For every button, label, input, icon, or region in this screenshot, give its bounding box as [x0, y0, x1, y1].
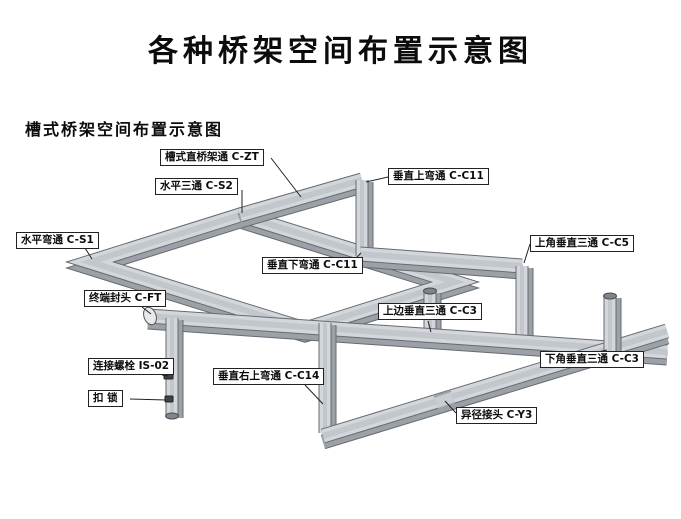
diagram-subtitle: 槽式桥架空间布置示意图 — [25, 120, 224, 139]
label-c-c3-top: 上边垂直三通 C-C3 — [378, 303, 482, 321]
label-c-c11-down: 垂直下弯通 C-C11 — [262, 257, 363, 275]
label-lock: 扣 锁 — [88, 390, 123, 408]
label-c-zt: 槽式直桥架通 C-ZT — [160, 149, 264, 167]
label-c-s1: 水平弯通 C-S1 — [16, 232, 99, 250]
label-c-ft: 终端封头 C-FT — [84, 290, 167, 308]
label-is-02: 连接螺栓 IS-02 — [88, 358, 175, 376]
label-c-c14: 垂直右上弯通 C-C14 — [213, 368, 325, 386]
label-c-s2: 水平三通 C-S2 — [155, 178, 238, 196]
label-c-c11-up: 垂直上弯通 C-C11 — [388, 168, 489, 186]
callout-leader-lines — [84, 157, 608, 414]
label-c-y3: 异径接头 C-Y3 — [456, 407, 538, 425]
label-c-c3-bottom: 下角垂直三通 C-C3 — [540, 351, 644, 369]
page-title: 各种桥架空间布置示意图 — [148, 34, 533, 69]
label-c-c5: 上角垂直三通 C-C5 — [530, 235, 634, 253]
